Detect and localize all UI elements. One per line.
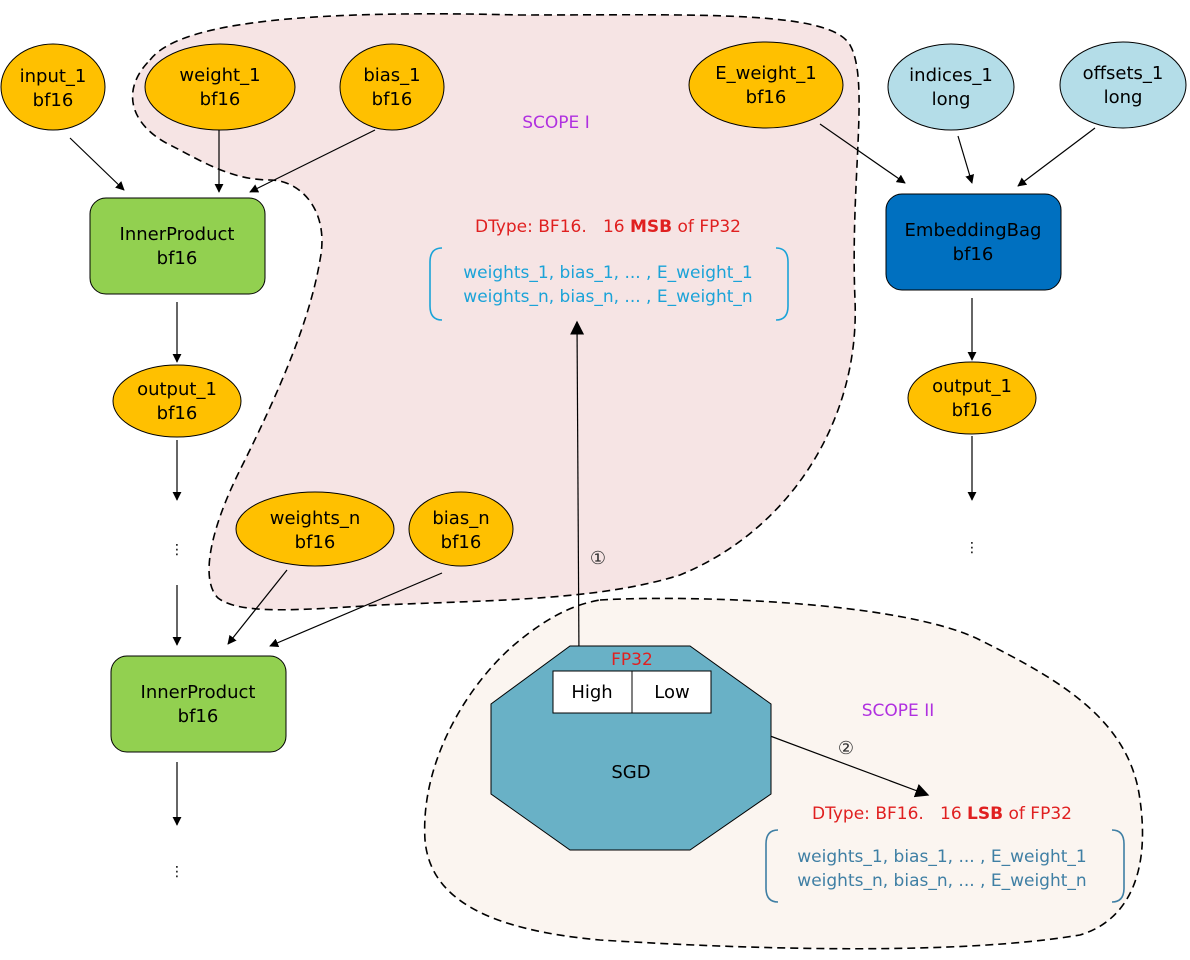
marker-2: ② — [838, 738, 854, 759]
fp32-register: High Low — [552, 670, 712, 714]
svg-text:SGD: SGD — [611, 762, 650, 783]
node-weights-n: weights_n bf16 — [235, 491, 395, 567]
svg-text:bf16: bf16 — [953, 244, 994, 265]
node-indices-1: indices_1 long — [887, 43, 1015, 131]
scope-1-region — [131, 13, 860, 611]
svg-text:long: long — [1104, 87, 1143, 108]
fp32-label: FP32 — [611, 650, 653, 670]
scope-2-label: SCOPE II — [862, 701, 934, 721]
edge-scope1-fp32 — [570, 320, 586, 662]
svg-text:bf16: bf16 — [157, 248, 198, 269]
fp32-low-cell — [631, 670, 712, 714]
svg-text:indices_1: indices_1 — [909, 65, 993, 86]
node-output-1-right: output_1 bf16 — [907, 361, 1037, 435]
node-embedding-bag: EmbeddingBag bf16 — [885, 193, 1062, 291]
svg-text:output_1: output_1 — [932, 376, 1012, 397]
node-e-weight-1: E_weight_1 bf16 — [688, 41, 844, 129]
svg-text:InnerProduct: InnerProduct — [141, 682, 256, 703]
svg-text:long: long — [932, 89, 971, 110]
svg-text:bias_1: bias_1 — [363, 65, 420, 86]
marker-1: ① — [590, 548, 606, 569]
node-input-1: input_1 bf16 — [0, 43, 106, 131]
scope-1-left-brace — [429, 247, 443, 321]
node-weight-1: weight_1 bf16 — [144, 43, 296, 131]
ellipsis-right: ⋮ — [965, 540, 979, 556]
svg-text:bias_n: bias_n — [432, 508, 489, 529]
svg-text:bf16: bf16 — [157, 403, 198, 424]
svg-text:bf16: bf16 — [441, 532, 482, 553]
edge-bias1-ip1 — [249, 129, 376, 193]
svg-text:output_1: output_1 — [137, 379, 217, 400]
edge-weightsn-ip2 — [227, 569, 288, 645]
svg-text:bf16: bf16 — [33, 90, 74, 111]
svg-text:bf16: bf16 — [952, 400, 993, 421]
scope-2-list-line-1: weights_1, bias_1, ... , E_weight_1 — [797, 847, 1087, 867]
scope-1-list-line-2: weights_n, bias_n, ... , E_weight_n — [463, 287, 752, 307]
edge-indices1-embbag — [957, 135, 975, 184]
scope-1-dtype: DType: BF16. 16 MSB of FP32 — [475, 217, 741, 237]
svg-text:E_weight_1: E_weight_1 — [715, 63, 817, 84]
svg-text:EmbeddingBag: EmbeddingBag — [905, 220, 1042, 241]
scope-1-right-brace — [775, 247, 789, 321]
svg-text:bf16: bf16 — [372, 89, 413, 110]
edge-input1-ip1 — [69, 137, 125, 191]
node-inner-product-2: InnerProduct bf16 — [110, 655, 287, 753]
svg-text:bf16: bf16 — [295, 532, 336, 553]
edge-offsets1-embbag — [1017, 127, 1096, 187]
edge-eweight1-embbag — [819, 123, 906, 184]
scope-2-list-line-2: weights_n, bias_n, ... , E_weight_n — [797, 871, 1086, 891]
svg-text:bf16: bf16 — [178, 706, 219, 727]
svg-text:bf16: bf16 — [746, 87, 787, 108]
svg-text:InnerProduct: InnerProduct — [120, 224, 235, 245]
svg-text:weights_n: weights_n — [270, 508, 360, 529]
ellipsis-left-2: ⋮ — [170, 864, 184, 880]
scope-2-left-brace — [765, 829, 779, 903]
scope-2-right-brace — [1111, 829, 1125, 903]
node-offsets-1: offsets_1 long — [1059, 41, 1187, 129]
node-bias-1: bias_1 bf16 — [339, 43, 445, 131]
scope-1-list-line-1: weights_1, bias_1, ... , E_weight_1 — [463, 263, 753, 283]
node-inner-product-1: InnerProduct bf16 — [89, 197, 266, 295]
svg-text:input_1: input_1 — [20, 66, 87, 87]
svg-text:weight_1: weight_1 — [179, 65, 260, 86]
svg-text:offsets_1: offsets_1 — [1083, 63, 1164, 84]
svg-text:bf16: bf16 — [200, 89, 241, 110]
edge-biasn-ip2 — [269, 572, 443, 647]
node-output-1-left: output_1 bf16 — [112, 364, 242, 438]
fp32-high-label: High — [571, 682, 612, 703]
scope-2-dtype: DType: BF16. 16 LSB of FP32 — [812, 804, 1072, 824]
ellipsis-left-1: ⋮ — [170, 542, 184, 558]
fp32-low-label: Low — [654, 682, 689, 703]
node-bias-n: bias_n bf16 — [408, 491, 514, 567]
scope-1-label: SCOPE I — [522, 113, 589, 133]
